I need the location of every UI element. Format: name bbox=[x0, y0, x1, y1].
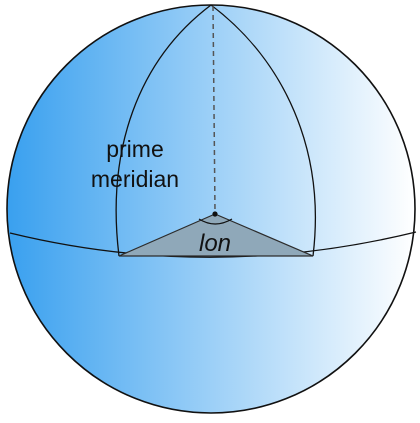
longitude-wedge bbox=[118, 213, 314, 257]
lon-label: lon bbox=[199, 230, 231, 257]
center-point bbox=[212, 211, 218, 217]
prime-meridian-line bbox=[115, 4, 212, 257]
second-meridian-line bbox=[210, 4, 316, 257]
globe-sphere bbox=[6, 4, 416, 414]
prime-label-line2: meridian bbox=[91, 166, 179, 192]
polar-axis-line bbox=[212, 5, 216, 213]
equator-line bbox=[9, 231, 417, 258]
prime-label-line1: prime bbox=[106, 136, 164, 162]
angle-arc bbox=[198, 218, 233, 225]
